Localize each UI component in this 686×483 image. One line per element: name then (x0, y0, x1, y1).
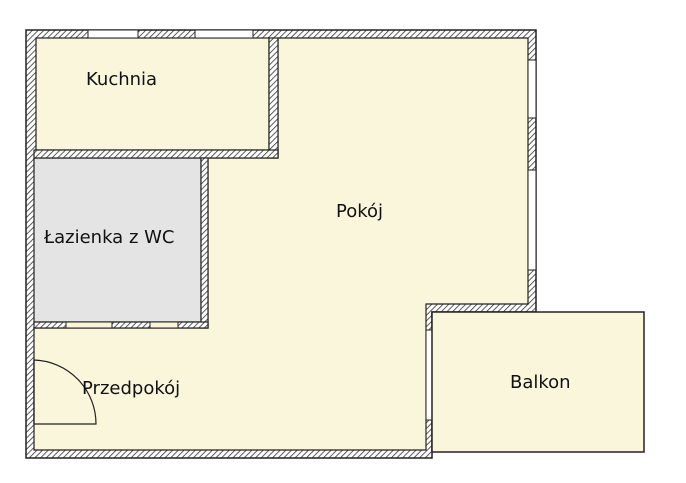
balcony-label: Balkon (510, 372, 571, 393)
rooms (33, 37, 529, 451)
kitchen-label: Kuchnia (86, 69, 157, 90)
hallway-label: Przedpokój (82, 378, 180, 399)
interior-walls (33, 37, 279, 329)
bathroom-label: Łazienka z WC (43, 227, 174, 248)
balcony (431, 311, 645, 453)
doors (33, 321, 179, 425)
windows (87, 29, 537, 421)
living-room-label: Pokój (336, 201, 383, 222)
kitchen-floor (35, 37, 270, 151)
entrance-door-swing (33, 359, 97, 425)
